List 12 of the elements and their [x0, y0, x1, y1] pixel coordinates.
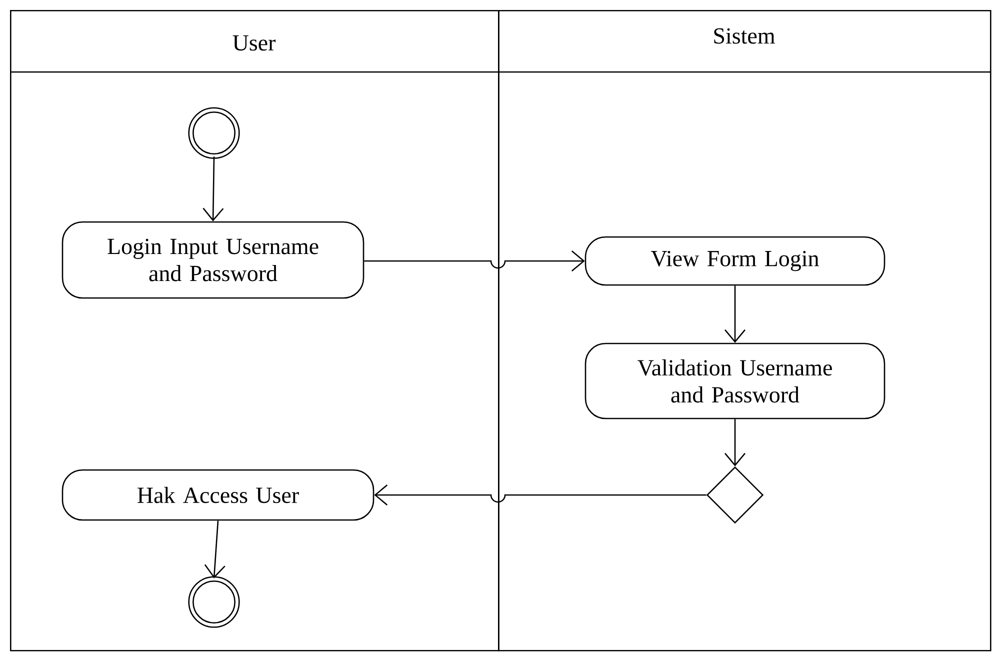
arrow — [724, 419, 746, 466]
arrow — [202, 156, 224, 222]
arrow — [724, 286, 746, 343]
action-box: Validation Username and Password — [584, 342, 886, 420]
terminal-circle — [188, 107, 240, 159]
arrow — [364, 250, 585, 272]
arrow — [204, 520, 226, 578]
action-box: View Form Login — [584, 236, 886, 286]
arrow — [374, 484, 706, 506]
terminal-circle — [188, 576, 240, 628]
action-box: Login Input Username and Password — [62, 221, 364, 299]
action-box: Hak Access User — [62, 469, 374, 521]
